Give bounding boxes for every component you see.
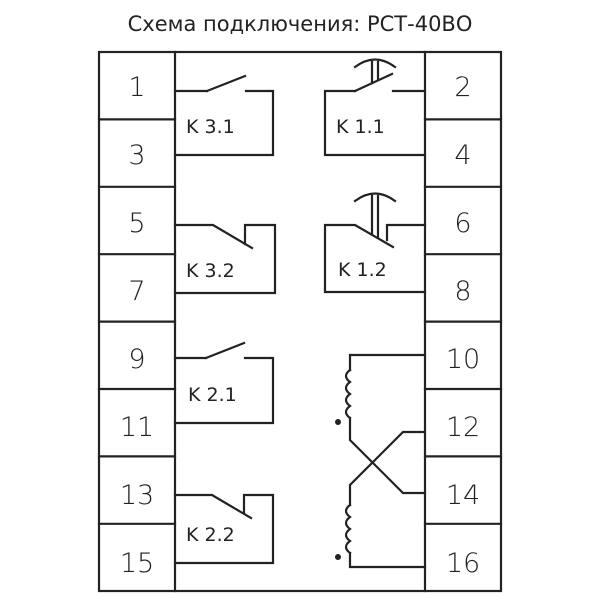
- terminal-6: 6: [454, 208, 471, 239]
- pushbutton-icon: [353, 58, 397, 69]
- contact-k2-2: K 2.2: [173, 493, 275, 565]
- contact-label: K 1.1: [336, 116, 385, 138]
- terminal-8: 8: [454, 276, 471, 307]
- contact-label: K 1.2: [338, 259, 387, 281]
- terminal-13: 13: [120, 480, 154, 511]
- terminal-5: 5: [128, 208, 145, 239]
- contact-k1-2: K 1.2: [323, 192, 427, 294]
- polarity-dot: [335, 419, 341, 425]
- contact-k3-1: K 3.1: [173, 74, 275, 157]
- left-terminal-numbers: 1 3 5 7 9 11 13 15: [120, 72, 154, 579]
- coil-icon: [344, 368, 352, 420]
- terminal-7: 7: [128, 276, 145, 307]
- coil-icon: [344, 503, 352, 555]
- housing: [97, 50, 503, 593]
- terminal-9: 9: [128, 344, 145, 375]
- contact-k2-1: K 2.1: [173, 341, 275, 425]
- contact-label: K 2.2: [186, 524, 235, 546]
- terminal-1: 1: [128, 72, 145, 103]
- terminal-16: 16: [446, 548, 480, 579]
- pushbutton-icon: [353, 192, 397, 203]
- contact-label: K 2.1: [188, 384, 237, 406]
- contact-k1-1: K 1.1: [323, 58, 427, 157]
- terminal-3: 3: [128, 140, 145, 171]
- contact-k3-2: K 3.2: [173, 223, 277, 295]
- coil-windings: [335, 353, 427, 569]
- contact-label: K 3.1: [186, 116, 235, 138]
- contact-label: K 3.2: [186, 260, 235, 282]
- right-terminal-numbers: 2 4 6 8 10 12 14 16: [446, 72, 480, 579]
- polarity-dot: [335, 554, 341, 560]
- terminal-11: 11: [120, 412, 154, 443]
- terminal-14: 14: [446, 480, 480, 511]
- diagram-title: Схема подключения: РСТ-40ВО: [127, 12, 473, 36]
- terminal-4: 4: [454, 140, 471, 171]
- terminal-15: 15: [120, 548, 154, 579]
- terminal-10: 10: [446, 344, 480, 375]
- terminal-2: 2: [454, 72, 471, 103]
- terminal-12: 12: [446, 412, 480, 443]
